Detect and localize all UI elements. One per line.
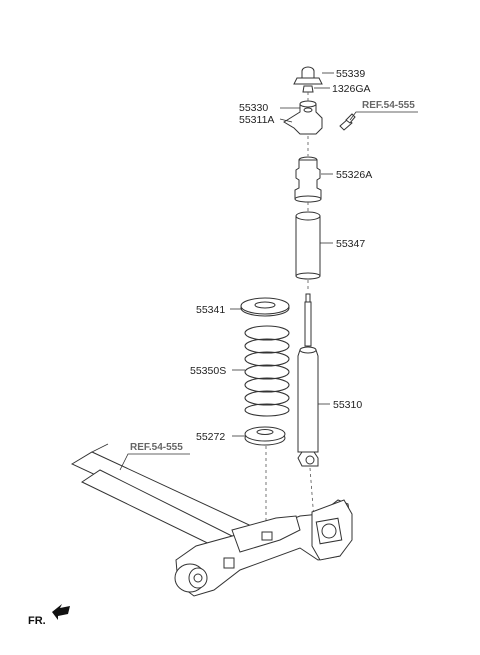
label-55326a: 55326A	[336, 169, 372, 181]
ref-label-lower[interactable]: REF.54-555	[130, 442, 183, 453]
label-55272: 55272	[196, 431, 225, 443]
label-1326ga: 1326GA	[332, 83, 371, 95]
leader-ref-lower	[119, 453, 190, 471]
label-55347: 55347	[336, 238, 365, 250]
label-55310: 55310	[333, 399, 362, 411]
nut-1326ga	[302, 85, 314, 93]
coil-spring-55350s	[244, 325, 290, 417]
label-55311a: 55311A	[239, 114, 274, 126]
rear-axle-beam	[70, 443, 353, 597]
spring-pad-upper-55341	[240, 297, 290, 317]
upper-mount-55330	[283, 100, 323, 135]
label-55339: 55339	[336, 68, 365, 80]
shock-absorber-55310	[297, 293, 319, 467]
dust-cover-55347	[295, 211, 321, 280]
bump-stopper-55326a	[294, 156, 322, 203]
front-arrow	[52, 604, 70, 620]
spring-pad-lower-55272	[244, 426, 286, 446]
label-55350s: 55350S	[190, 365, 226, 377]
front-label: FR.	[28, 615, 46, 627]
cap-55339	[293, 66, 323, 85]
leader-55311a	[279, 118, 293, 123]
label-55341: 55341	[196, 304, 225, 316]
ref-label-upper[interactable]: REF.54-555	[362, 100, 415, 111]
leader-ref-upper	[349, 111, 418, 121]
label-55330: 55330	[239, 102, 268, 114]
